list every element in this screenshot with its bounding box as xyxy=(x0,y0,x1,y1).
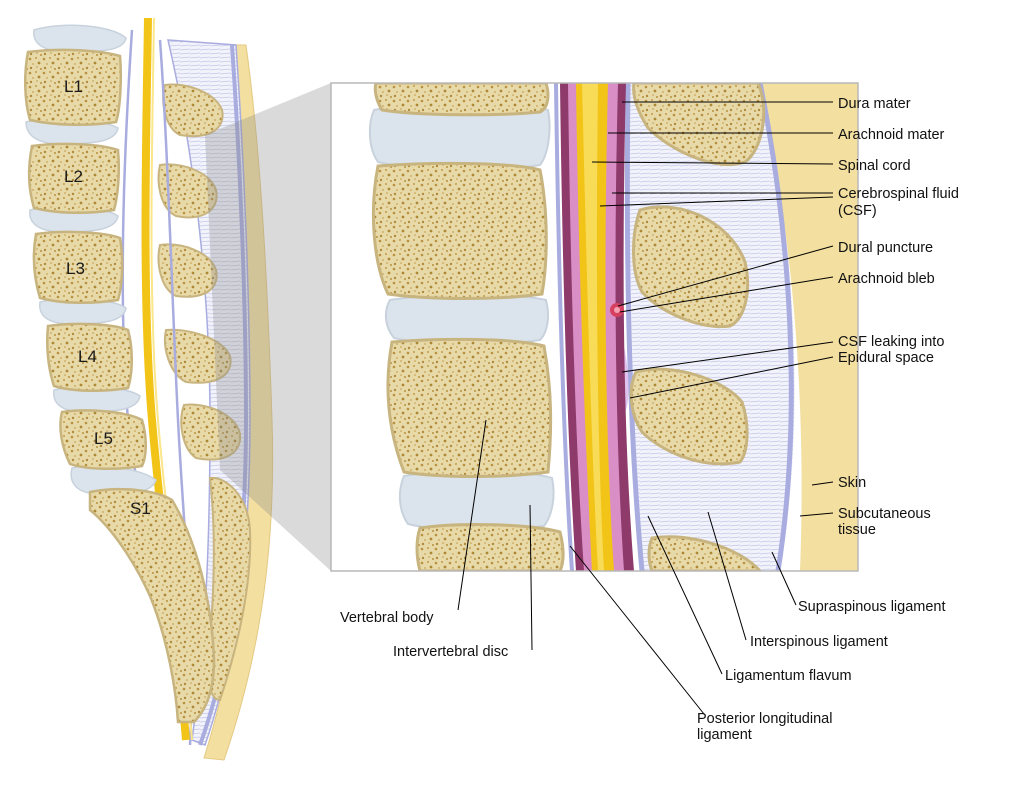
vertebra-label-L4: L4 xyxy=(78,347,97,366)
vertebra-L3-shape xyxy=(32,230,124,305)
vertebra-S1-shape xyxy=(88,487,216,724)
labels: Dura mater Arachnoid mater Spinal cord C… xyxy=(340,96,959,743)
vertebra-label-S1: S1 xyxy=(130,499,151,518)
overview-vertebral-bodies xyxy=(23,48,216,724)
overview-lumbar-spine: L1 L2 L3 L4 L5 S1 xyxy=(23,17,274,761)
label-arachnoid-mater: Arachnoid mater xyxy=(838,127,945,143)
label-skin: Skin xyxy=(838,475,866,491)
label-csf-line1: Cerebrospinal fluid xyxy=(838,186,959,202)
label-arachnoid-bleb: Arachnoid bleb xyxy=(838,271,935,287)
vertebra-label-L3: L3 xyxy=(66,259,85,278)
zoom-funnel xyxy=(205,83,331,571)
label-csf-line2: (CSF) xyxy=(838,203,877,219)
vertebra-L5-shape xyxy=(59,409,147,471)
vertebra-label-L2: L2 xyxy=(64,167,83,186)
label-intervertebral-disc: Intervertebral disc xyxy=(393,644,508,660)
inset-skin xyxy=(758,83,858,571)
inset-spinous-process-4 xyxy=(647,535,762,571)
zoomed-inset xyxy=(330,82,859,572)
inset-supraspinous-ligament xyxy=(757,83,794,571)
inset-frame xyxy=(330,82,859,572)
label-interspinous-ligament: Interspinous ligament xyxy=(750,634,888,650)
inset-ligamentum-flavum xyxy=(624,83,645,571)
label-csf-leak: CSF leaking into xyxy=(838,334,944,350)
label-dural-puncture: Dural puncture xyxy=(838,240,933,256)
leader-lines xyxy=(457,101,834,715)
vertebra-label-L1: L1 xyxy=(64,77,83,96)
label-dura-mater: Dura mater xyxy=(838,96,911,112)
inset-spinous-process-1 xyxy=(632,83,766,166)
label-subcutaneous-line2: tissue xyxy=(838,522,876,538)
inset-vertebral-bodies xyxy=(371,83,565,571)
vertebra-label-L5: L5 xyxy=(94,429,113,448)
inset-spinous-process-3 xyxy=(629,367,749,466)
label-pll-line2: ligament xyxy=(697,727,752,743)
vertebra-L2-shape xyxy=(28,142,121,215)
vertebra-L4-shape xyxy=(46,322,133,393)
label-supraspinous-ligament: Supraspinous ligament xyxy=(798,599,946,615)
inset-discs xyxy=(368,102,555,532)
label-subcutaneous-line1: Subcutaneous xyxy=(838,506,931,522)
label-spinal-cord: Spinal cord xyxy=(838,158,911,174)
label-vertebral-body: Vertebral body xyxy=(340,610,434,626)
inset-spinous-process-2 xyxy=(632,205,750,329)
label-ligamentum-flavum: Ligamentum flavum xyxy=(725,668,852,684)
vertebra-L1-shape xyxy=(23,48,123,127)
overview-spinous-processes xyxy=(157,83,252,702)
label-epidural-space: Epidural space xyxy=(838,350,934,366)
label-pll-line1: Posterior longitudinal xyxy=(697,711,832,727)
